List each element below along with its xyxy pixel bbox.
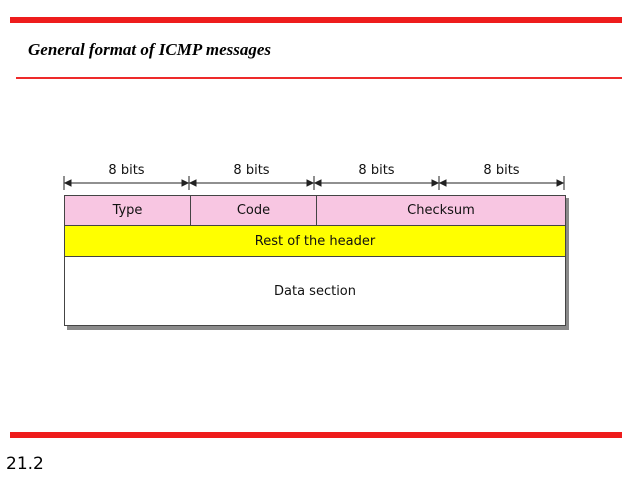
packet-body: Type Code Checksum Rest of the header Da… [64, 195, 566, 326]
bit-width-arrows [63, 176, 565, 190]
top-rule [10, 17, 622, 23]
bottom-rule [10, 432, 622, 438]
arrowhead [188, 179, 197, 187]
data-section-row: Data section [65, 257, 565, 325]
title-underline [16, 77, 622, 79]
type-field: Type [65, 196, 191, 225]
arrowhead [313, 179, 322, 187]
bit-width-label: 8 bits [483, 163, 520, 178]
code-field: Code [191, 196, 317, 225]
bit-width-label: 8 bits [358, 163, 395, 178]
arrowhead [63, 179, 72, 187]
header-fields-row: Type Code Checksum [65, 196, 565, 226]
arrowhead [181, 179, 190, 187]
bit-width-label: 8 bits [233, 163, 270, 178]
arrowhead [556, 179, 565, 187]
slide-title: General format of ICMP messages [28, 40, 272, 59]
arrowhead [306, 179, 315, 187]
data-section-field: Data section [274, 283, 356, 299]
arrowhead [438, 179, 447, 187]
bit-width-label: 8 bits [108, 163, 145, 178]
rest-of-header-row: Rest of the header [65, 226, 565, 257]
page-number: 21.2 [6, 454, 44, 474]
checksum-field: Checksum [407, 203, 475, 218]
arrowhead [431, 179, 440, 187]
rest-of-header-field: Rest of the header [254, 233, 376, 249]
icmp-message-format: Type Code Checksum Rest of the header Da… [64, 195, 569, 330]
